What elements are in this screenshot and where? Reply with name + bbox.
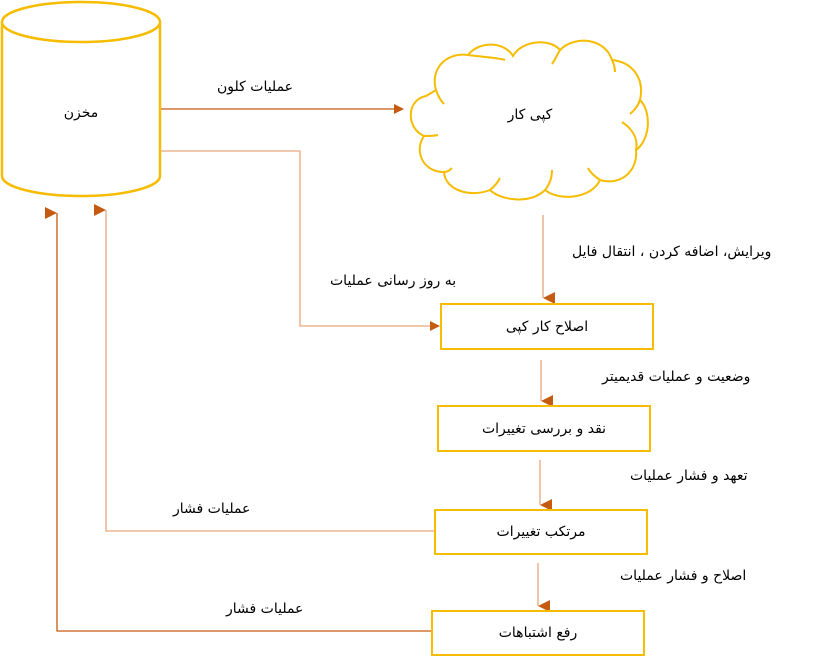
fix-bugs-label: رفع اشتباهات bbox=[498, 625, 578, 641]
edge-label-push-commit: عملیات فشار bbox=[173, 501, 251, 517]
cylinder-top bbox=[0, 0, 162, 44]
cloud-shape bbox=[409, 39, 649, 201]
edge-push-from-commit bbox=[94, 204, 434, 532]
fix-working-copy-box: اصلاح کار کپی bbox=[440, 303, 654, 350]
edge-label-edit: ویرایش، اضافه کردن ، انتقال فایل bbox=[572, 244, 772, 260]
working-copy-label: کپی کار bbox=[507, 107, 553, 123]
edge-label-push-fix: عملیات فشار bbox=[226, 601, 304, 617]
edge-label-fix-push: اصلاح و فشار عملیات bbox=[620, 568, 747, 584]
commit-changes-box: مرتکب تغییرات bbox=[434, 509, 648, 555]
edge-update bbox=[161, 150, 440, 331]
commit-changes-label: مرتکب تغییرات bbox=[496, 524, 586, 540]
edge-label-update: به روز رسانی عملیات bbox=[330, 273, 457, 289]
cylinder-body bbox=[0, 22, 162, 198]
edge-label-clone: عملیات کلون bbox=[217, 79, 294, 95]
repository-cylinder bbox=[0, 0, 162, 198]
review-changes-box: نقد و بررسی تغییرات bbox=[437, 405, 651, 452]
edge-label-status: وضعیت و عملیات قدیمیتر bbox=[602, 369, 751, 385]
repository-label: مخزن bbox=[63, 105, 99, 121]
edge-label-commit-push: تعهد و فشار عملیات bbox=[630, 468, 748, 484]
working-copy-cloud bbox=[409, 39, 649, 201]
review-changes-label: نقد و بررسی تغییرات bbox=[481, 420, 607, 437]
edge-push-from-fix bbox=[45, 207, 431, 632]
fix-working-copy-label: اصلاح کار کپی bbox=[505, 318, 589, 335]
fix-bugs-box: رفع اشتباهات bbox=[431, 610, 645, 656]
